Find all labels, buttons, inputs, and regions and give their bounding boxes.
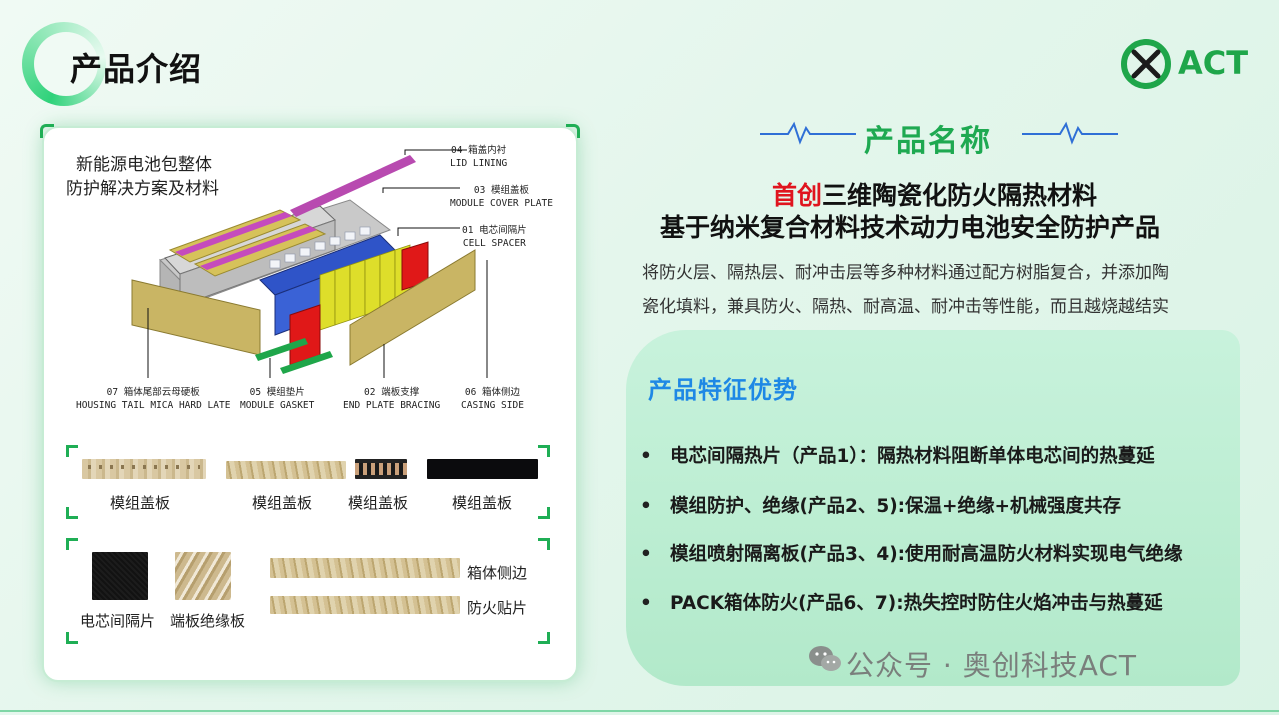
advantages-title: 产品特征优势 [648,376,798,404]
watermark-text: 公众号 · 奥创科技ACT [846,649,1138,682]
pulse-line-left-icon [760,121,856,145]
card-corner [40,124,54,138]
sample-fire-patch [270,596,460,614]
sample-label: 防火贴片 [467,599,528,617]
callout-en: CASING SIDE [461,400,524,411]
frame-corner [66,507,78,519]
title-ring-decoration [22,22,106,106]
callout-cn: 06 箱体侧边 [464,387,521,398]
callout-cn: 01 电芯间隔片 [462,225,527,236]
battery-pack-illustration [131,149,488,378]
callout-cn: 02 端板支撑 [364,387,420,398]
bullet: • [640,496,652,517]
headline-highlight: 首创 [772,181,823,210]
frame-corner [66,632,78,644]
sample-label: 模组盖板 [348,494,409,512]
bullet: • [640,446,652,467]
frame-corner [538,445,550,457]
sample-module-cover-2 [226,461,346,479]
wechat-icon [809,646,841,671]
product-name-heading: 产品名称 [864,124,992,159]
caption-line: 防护解决方案及材料 [66,179,219,199]
frame-corner [538,632,550,644]
callout-en: MODULE GASKET [240,400,315,411]
callout-cn: 07 箱体尾部云母硬板 [106,387,200,398]
callout-lid-lining: 04 箱盖内衬 LID LINING [450,144,507,170]
advantage-item: • 电芯间隔热片（产品1）：隔热材料阻断单体电芯间的热蔓延 [640,442,1155,468]
advantage-text: 模组防护、绝缘(产品2、5):保温+绝缘+机械强度共存 [670,496,1122,517]
headline-text: 三维陶瓷化防火隔热材料 [822,181,1098,210]
pulse-line-right-icon [1022,121,1118,145]
diagram-caption: 新能源电池包整体 防护解决方案及材料 [66,153,219,201]
sample-casing-side [270,558,460,578]
bullet: • [640,544,652,565]
caption-line: 新能源电池包整体 [76,155,212,175]
callout-en: END PLATE BRACING [343,400,441,411]
callout-en: HOUSING TAIL MICA HARD LATE [76,400,231,411]
sample-cell-spacer [92,552,148,600]
callout-cn: 04 箱盖内衬 [451,145,507,156]
logo-text: ACT [1178,44,1249,82]
product-description: 将防火层、隔热层、耐冲击层等多种材料通过配方树脂复合，并添加陶 瓷化填料，兼具防… [642,256,1242,324]
page-title: 产品介绍 [70,50,203,88]
sample-end-plate-insulation [175,552,231,600]
card-corner [566,124,580,138]
sample-module-cover-1 [82,459,206,479]
callout-en: MODULE COVER PLATE [450,198,553,209]
advantage-text: 模组喷射隔离板(产品3、4):使用耐高温防火材料实现电气绝缘 [670,544,1183,565]
frame-corner [66,445,78,457]
sample-label: 模组盖板 [452,494,513,512]
frame-corner [538,507,550,519]
advantage-item: • 模组喷射隔离板(产品3、4):使用耐高温防火材料实现电气绝缘 [640,540,1183,566]
callout-en: CELL SPACER [462,238,526,249]
sample-label: 箱体侧边 [467,564,528,582]
advantages-panel [626,330,1240,686]
advantage-item: • PACK箱体防火(产品6、7):热失控时防住火焰冲击与热蔓延 [640,589,1163,615]
callout-end-plate: 02 端板支撑 END PLATE BRACING [343,386,440,412]
bottom-divider [0,710,1279,712]
callout-casing-side: 06 箱体侧边 CASING SIDE [461,386,524,412]
frame-corner [66,538,78,550]
advantage-item: • 模组防护、绝缘(产品2、5):保温+绝缘+机械强度共存 [640,492,1121,518]
sample-label: 端板绝缘板 [170,612,246,630]
sample-label: 模组盖板 [252,494,313,512]
act-logo-icon [1121,39,1171,89]
advantage-text: 电芯间隔热片（产品1）：隔热材料阻断单体电芯间的热蔓延 [670,446,1155,467]
sample-module-cover-3 [355,459,407,479]
headline-line-1: 首创三维陶瓷化防火隔热材料 [772,176,1097,212]
callout-module-gasket: 05 模组垫片 MODULE GASKET [240,386,314,412]
advantage-text: PACK箱体防火(产品6、7):热失控时防住火焰冲击与热蔓延 [670,593,1163,614]
desc-line: 将防火层、隔热层、耐冲击层等多种材料通过配方树脂复合，并添加陶 [642,263,1169,283]
callout-cn: 05 模组垫片 [249,387,305,398]
sample-module-cover-4 [427,459,538,479]
frame-corner [538,538,550,550]
sample-label: 电芯间隔片 [80,612,156,630]
callout-module-cover-plate: 03 模组盖板 MODULE COVER PLATE [450,184,553,210]
callout-en: LID LINING [450,158,508,169]
callout-housing-tail: 07 箱体尾部云母硬板 HOUSING TAIL MICA HARD LATE [76,386,230,412]
callout-cell-spacer: 01 电芯间隔片 CELL SPACER [462,224,527,250]
headline-line-2: 基于纳米复合材料技术动力电池安全防护产品 [660,213,1161,242]
callout-cn: 03 模组盖板 [473,185,530,196]
bullet: • [640,593,652,614]
desc-line: 瓷化填料，兼具防火、隔热、耐高温、耐冲击等性能，而且越烧越结实 [642,297,1169,317]
sample-label: 模组盖板 [110,494,171,512]
